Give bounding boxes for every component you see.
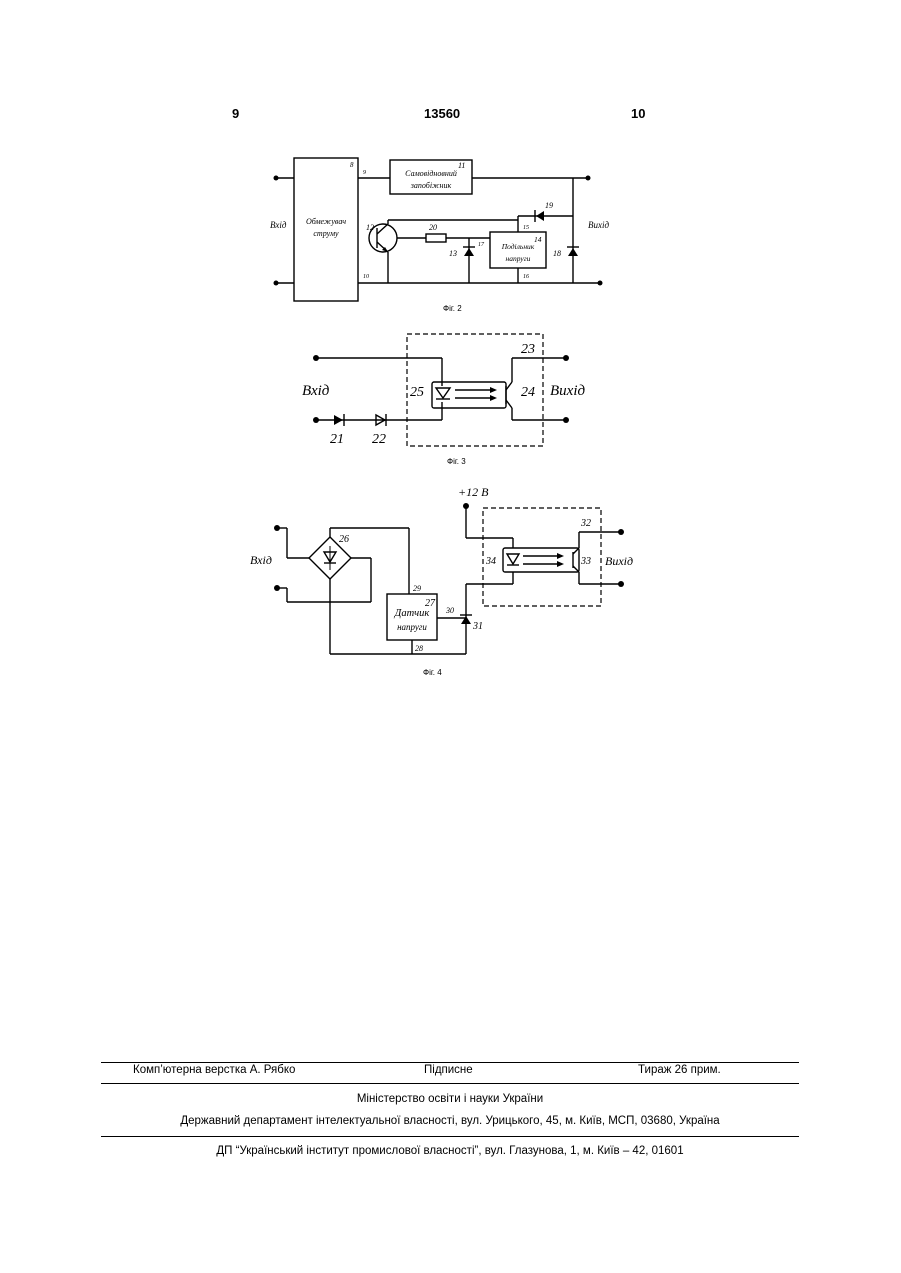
limiter-label-2: струму	[313, 229, 339, 238]
footer-run: Тираж 26 прим.	[638, 1064, 721, 1076]
ref-10: 10	[363, 274, 369, 280]
ref-26: 26	[339, 534, 349, 545]
fig3-output-label: Вихід	[550, 383, 585, 399]
figure-4-diagram: +12 В Вхід Вихід Датчик напруги 26 27 28…	[245, 478, 645, 683]
divider-label-1: Подільник	[501, 242, 535, 251]
fig2-output-label: Вихід	[588, 220, 609, 230]
ref-15: 15	[523, 225, 529, 231]
footer-signed: Підписне	[424, 1064, 473, 1076]
ref-34: 34	[485, 556, 496, 567]
ref-31: 31	[472, 621, 483, 632]
fig3-caption: Фіг. 3	[447, 457, 466, 466]
fig4-input-label: Вхід	[250, 553, 272, 567]
fig3-input-label: Вхід	[302, 383, 330, 399]
ref-32: 32	[580, 518, 591, 529]
ref-25: 25	[410, 385, 424, 400]
ref-17: 17	[478, 242, 485, 248]
ref-30: 30	[445, 606, 454, 615]
ref-12: 12	[366, 223, 374, 232]
ref-23: 23	[521, 342, 535, 357]
figure-3: Вхід Вихід 21 22 23 24 25 Фіг. 3	[300, 330, 590, 470]
ref-19: 19	[545, 201, 553, 210]
footer-layout: Комп’ютерна верстка А. Рябко	[133, 1064, 295, 1076]
patent-number: 13560	[424, 106, 460, 121]
ref-22: 22	[372, 432, 386, 447]
limiter-label-1: Обмежувач	[306, 217, 346, 226]
ref-21: 21	[330, 432, 344, 447]
fig2-input-label: Вхід	[270, 220, 287, 230]
ref-20: 20	[429, 223, 437, 232]
divider-label-2: напруги	[506, 254, 531, 263]
ref-24: 24	[521, 385, 535, 400]
footer-ministry: Міністерство освіти і науки України	[101, 1093, 799, 1105]
fig4-output-label: Вихід	[605, 554, 633, 568]
ref-29: 29	[413, 584, 421, 593]
sensor-label-2: напруги	[397, 622, 427, 632]
footer-rule-3	[101, 1136, 799, 1137]
resistor-20	[426, 234, 446, 242]
fuse-label-2: запобіжник	[410, 181, 452, 190]
ref-14: 14	[534, 235, 542, 244]
ref-16: 16	[523, 274, 529, 280]
ref-33: 33	[580, 556, 591, 567]
ref-13: 13	[449, 249, 457, 258]
ref-18: 18	[553, 249, 561, 258]
fig2-caption: Фіг. 2	[443, 304, 462, 313]
footer-rule-1	[101, 1062, 799, 1063]
figure-3-diagram: Вхід Вихід 21 22 23 24 25 Фіг. 3	[300, 330, 590, 470]
figure-4: +12 В Вхід Вихід Датчик напруги 26 27 28…	[245, 478, 645, 683]
page-number-left: 9	[232, 106, 239, 121]
ref-8: 8	[350, 161, 354, 169]
fuse-label-1: Самовідновний	[405, 169, 457, 178]
footer-rule-2	[101, 1083, 799, 1084]
footer-institute: ДП “Український інститут промислової вла…	[101, 1145, 799, 1157]
ref-27: 27	[425, 598, 436, 609]
fig4-caption: Фіг. 4	[423, 668, 442, 677]
ref-28: 28	[415, 644, 423, 653]
footer-department: Державний департамент інтелектуальної вл…	[101, 1115, 799, 1127]
ref-11: 11	[458, 161, 465, 170]
fig4-supply-label: +12 В	[458, 485, 489, 499]
figure-2: Вхід Вихід Обмежувач струму Самовідновни…	[250, 150, 630, 320]
figure-2-diagram: Вхід Вихід Обмежувач струму Самовідновни…	[250, 150, 630, 320]
page-number-right: 10	[631, 106, 645, 121]
ref-9: 9	[363, 170, 366, 176]
sensor-label-1: Датчик	[394, 608, 430, 619]
